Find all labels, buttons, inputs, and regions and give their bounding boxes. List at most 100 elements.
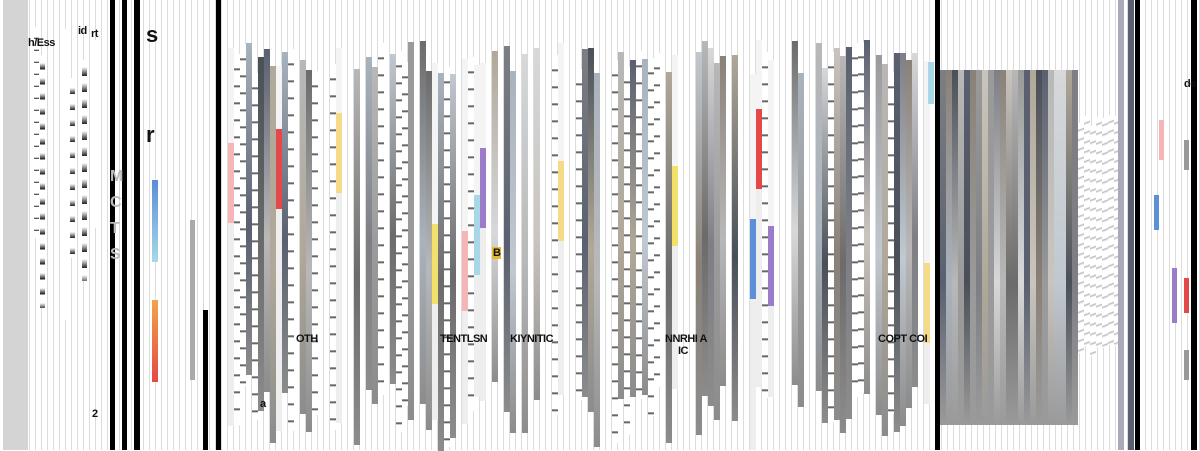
black-bar <box>216 0 221 450</box>
photo-strip <box>1018 70 1024 425</box>
diagram-strip <box>82 60 87 281</box>
text-fragment: r <box>146 122 155 147</box>
diagram-strip <box>828 52 834 422</box>
text-fragment: TENTLSN <box>440 333 488 345</box>
diagram-strip <box>288 49 294 431</box>
diagram-strip <box>330 64 336 430</box>
photo-strip <box>504 46 510 412</box>
sketch-strip <box>1096 116 1102 347</box>
image-strip <box>190 220 195 380</box>
diagram-strip <box>40 55 45 309</box>
photo-strip <box>450 74 456 438</box>
sketch-strip <box>1102 117 1108 348</box>
diagram-strip <box>480 63 486 401</box>
text-fragment: IC <box>678 345 689 357</box>
photo-strip <box>702 41 708 396</box>
diagram-strip <box>924 61 930 404</box>
black-bar <box>1135 0 1140 450</box>
sketch-strip <box>1078 123 1084 354</box>
diagram-strip <box>648 58 654 416</box>
diagram-strip <box>672 55 678 389</box>
photo-strip <box>876 55 882 415</box>
diagram-strip <box>888 72 894 414</box>
photo-strip <box>840 56 846 433</box>
text-fragment: 2 <box>92 408 98 420</box>
black-bar <box>1191 0 1197 450</box>
photo-strip <box>588 48 594 412</box>
diagram-strip <box>762 52 768 398</box>
text-fragment: C <box>110 194 122 211</box>
photo-strip <box>282 52 288 393</box>
photo-strip <box>988 70 994 425</box>
photo-strip <box>666 72 672 443</box>
photo-strip <box>420 41 426 404</box>
photo-strip <box>994 70 1000 425</box>
diagram-strip <box>750 74 756 450</box>
diagram-strip <box>858 42 864 393</box>
photo-strip <box>1128 0 1134 450</box>
photo-strip <box>510 71 516 433</box>
photo-strip <box>270 66 276 443</box>
sketch-strip <box>1114 116 1120 347</box>
heatmap-strip <box>152 300 158 382</box>
photo-strip <box>894 53 900 432</box>
photo-strip <box>390 54 396 384</box>
accent-strip <box>1184 278 1189 313</box>
black-bar <box>935 0 940 450</box>
diagram-strip <box>312 71 318 415</box>
diagram-strip <box>336 48 342 423</box>
photo-strip <box>246 43 252 375</box>
photo-strip <box>522 54 528 433</box>
text-fragment: OTH <box>296 333 318 345</box>
black-bar <box>203 310 208 450</box>
text-fragment: B <box>492 247 502 259</box>
photo-strip <box>946 70 952 425</box>
sketch-strip <box>1084 115 1090 346</box>
heatmap-strip <box>152 180 158 262</box>
text-fragment: T <box>110 220 120 237</box>
photo-strip <box>798 73 804 407</box>
photo-strip <box>708 48 714 406</box>
photo-strip <box>408 42 414 420</box>
photo-strip <box>1118 0 1124 450</box>
black-bar <box>134 0 140 450</box>
accent-strip <box>928 62 934 104</box>
photo-strip <box>1072 70 1078 425</box>
photo-strip <box>864 40 870 394</box>
photo-strip <box>1060 70 1066 425</box>
diagram-strip <box>378 43 384 395</box>
photo-strip <box>882 64 888 436</box>
photo-strip <box>900 53 906 426</box>
diagram-strip <box>624 67 630 435</box>
diagram-strip <box>768 60 774 397</box>
photo-strip <box>594 73 600 447</box>
photo-strip <box>258 57 264 411</box>
photo-strip <box>1048 70 1054 425</box>
diagram-strip <box>252 73 258 420</box>
photo-strip <box>982 70 988 425</box>
photo-strip <box>372 67 378 404</box>
diagram-strip <box>234 54 240 425</box>
accent-strip <box>1172 268 1177 323</box>
photo-strip <box>940 70 946 425</box>
text-fragment: a <box>260 398 266 410</box>
accent-strip <box>1154 195 1159 230</box>
photo-strip <box>952 70 958 425</box>
photo-strip <box>642 59 648 395</box>
photo-strip <box>534 48 540 400</box>
text-fragment: s <box>146 22 158 47</box>
diagram-strip <box>34 26 39 238</box>
diagram-strip <box>94 39 99 229</box>
photo-strip <box>300 60 306 414</box>
photo-strip <box>696 52 702 435</box>
image-strip <box>1184 350 1189 380</box>
photo-strip <box>714 63 720 420</box>
photo-strip <box>1006 70 1012 425</box>
accent-strip <box>1159 120 1164 160</box>
text-fragment: M <box>110 168 123 185</box>
photo-strip <box>912 53 918 387</box>
photo-strip <box>834 48 840 420</box>
gray-panel <box>3 0 28 450</box>
photo-strip <box>366 57 372 390</box>
sketch-strip <box>1090 125 1096 356</box>
